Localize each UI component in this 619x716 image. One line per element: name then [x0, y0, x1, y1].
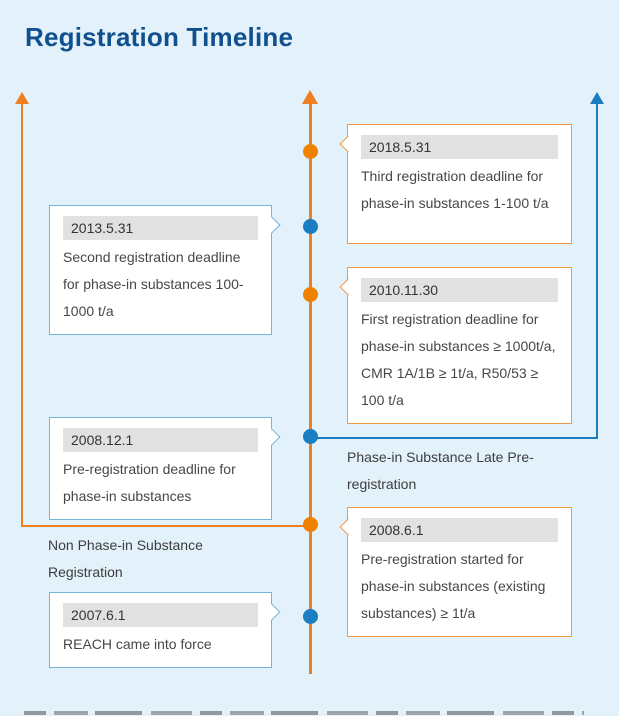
timeline-dot-2007 [303, 609, 318, 624]
left-axis-label: Non Phase-in Substance Registration [48, 537, 203, 580]
right-axis-line-vertical [596, 104, 598, 438]
left-axis-line-horizontal [21, 525, 312, 527]
timeline-dot-2013 [303, 219, 318, 234]
left-axis-up-arrow-icon [15, 92, 29, 104]
timeline-dot-2010 [303, 287, 318, 302]
callout-tail [263, 216, 280, 234]
right-axis-line-horizontal [311, 437, 598, 439]
event-card-2008-12: 2008.12.1 Pre-registration deadline for … [49, 417, 280, 520]
timeline-dot-2018 [303, 144, 318, 159]
event-date: 2018.5.31 [361, 135, 558, 159]
left-axis-line-vertical [21, 104, 23, 527]
center-axis-line [309, 104, 312, 674]
event-date: 2013.5.31 [63, 216, 258, 240]
event-card-2008-6: 2008.6.1 Pre-registration started for ph… [339, 507, 572, 637]
event-date: 2010.11.30 [361, 278, 558, 302]
event-description: REACH came into force [63, 636, 212, 652]
timeline-dot-2008-12 [303, 429, 318, 444]
event-card-2018: 2018.5.31 Third registration deadline fo… [339, 124, 572, 244]
event-card-2007: 2007.6.1 REACH came into force [49, 592, 280, 668]
event-description: Second registration deadline for phase-i… [63, 249, 244, 319]
event-description: Third registration deadline for phase-in… [361, 168, 549, 211]
page-title: Registration Timeline [25, 22, 294, 52]
event-date: 2007.6.1 [63, 603, 258, 627]
center-axis-up-arrow-icon [302, 90, 318, 104]
callout-tail [339, 518, 356, 536]
callout-tail [339, 278, 356, 296]
callout-tail [339, 135, 356, 153]
event-description: Pre-registration deadline for phase-in s… [63, 461, 236, 504]
right-axis-up-arrow-icon [590, 92, 604, 104]
event-description: Pre-registration started for phase-in su… [361, 551, 546, 621]
clipped-footnote-text [24, 711, 584, 715]
callout-tail [263, 603, 280, 621]
right-axis-label: Phase-in Substance Late Pre-registration [347, 449, 534, 492]
event-date: 2008.6.1 [361, 518, 558, 542]
event-card-2013: 2013.5.31 Second registration deadline f… [49, 205, 280, 335]
timeline-dot-2008-6 [303, 517, 318, 532]
event-date: 2008.12.1 [63, 428, 258, 452]
callout-tail [263, 428, 280, 446]
event-card-2010: 2010.11.30 First registration deadline f… [339, 267, 572, 424]
event-description: First registration deadline for phase-in… [361, 311, 556, 408]
